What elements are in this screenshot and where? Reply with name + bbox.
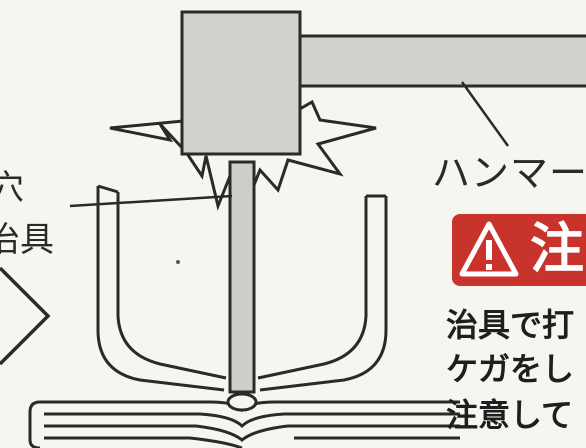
hammer-label: ハンマー <box>432 151 586 195</box>
warning-note-line-3: 注意して <box>446 396 574 434</box>
warning-triangle-icon <box>459 221 519 277</box>
warning-badge: 注 <box>452 214 586 286</box>
warning-note-line-2: ケガをし <box>446 350 575 388</box>
jig-cup <box>96 184 388 392</box>
direction-arrow <box>0 266 51 366</box>
jig-label: 治具 <box>0 220 54 260</box>
hole-label: 穴 <box>0 168 24 208</box>
hammer-leader-line <box>460 81 510 147</box>
hammer-handle <box>298 34 586 88</box>
hammer-head <box>180 10 302 156</box>
jig-leader-line <box>69 194 233 208</box>
jig-pin <box>228 160 256 394</box>
warning-note-line-1: 治具で打 <box>446 306 575 344</box>
pin-contact-point <box>226 392 258 412</box>
work-surface <box>28 400 460 448</box>
warning-badge-text: 注 <box>530 217 584 280</box>
speck-dot <box>176 260 180 264</box>
